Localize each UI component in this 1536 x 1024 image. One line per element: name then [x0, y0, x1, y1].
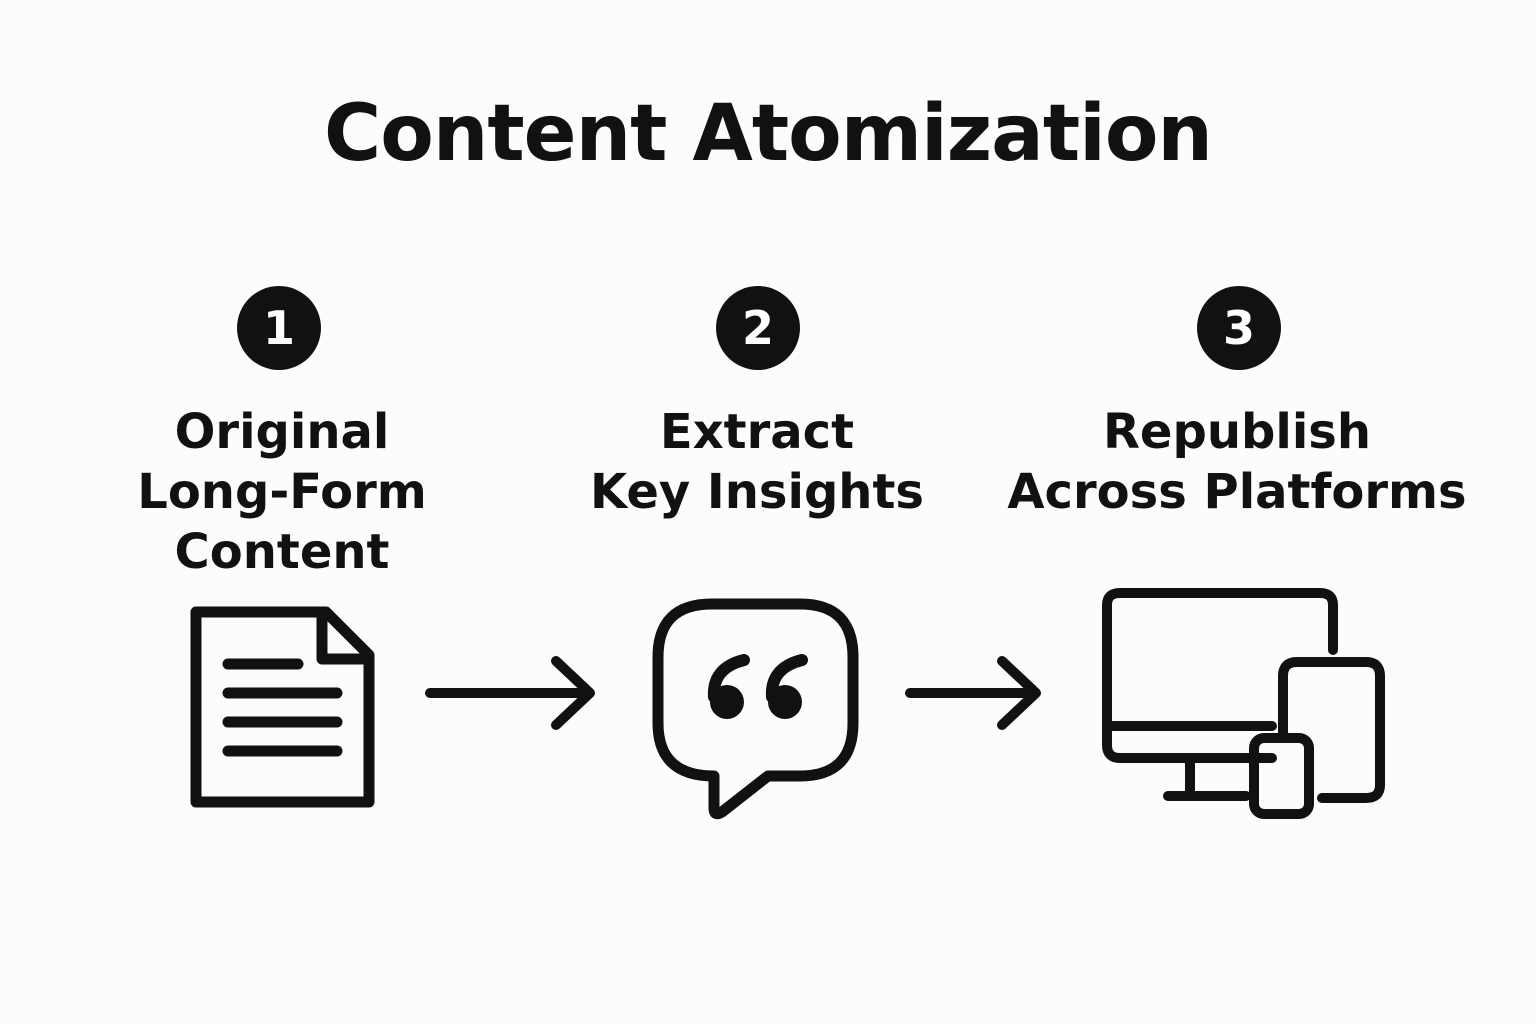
step-1-label-line-3: Content	[174, 524, 390, 580]
diagram-title: Content Atomization	[324, 89, 1213, 179]
arrow-right-icon	[425, 656, 595, 730]
step-1-label-line-1: Original	[174, 404, 390, 460]
arrow-right-icon	[905, 656, 1041, 730]
step-3-badge: 3	[1197, 286, 1281, 370]
step-2-label-line-1: Extract	[659, 404, 855, 460]
document-icon	[190, 606, 375, 808]
step-2-label: Extract Key Insights	[497, 402, 1017, 522]
step-2-label-line-2: Key Insights	[589, 464, 924, 520]
step-1-label: Original Long-Form Content	[22, 402, 542, 582]
step-1-label-line-2: Long-Form	[137, 464, 427, 520]
quote-bubble-icon	[652, 598, 859, 820]
step-3-label: Republish Across Platforms	[977, 402, 1497, 522]
step-1-badge: 1	[237, 286, 321, 370]
multi-device-icon	[1102, 588, 1385, 819]
step-2-badge: 2	[716, 286, 800, 370]
step-3-label-line-2: Across Platforms	[1007, 464, 1467, 520]
step-3-label-line-1: Republish	[1102, 404, 1372, 460]
